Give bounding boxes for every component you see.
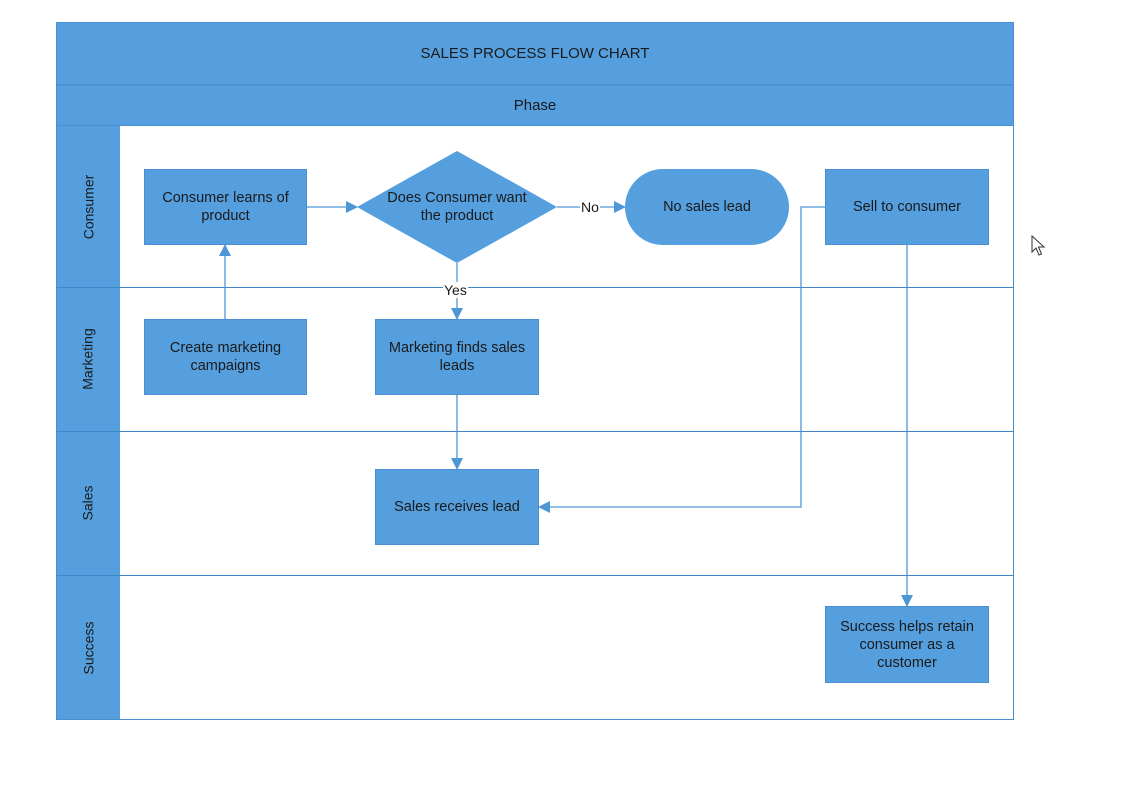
lane-divider [56,575,1014,576]
node-sell-to-consumer[interactable]: Sell to consumer [825,169,989,245]
lane-divider [56,431,1014,432]
edge-label-no: No [580,199,600,215]
node-success-retain[interactable]: Success helps retain consumer as a custo… [825,606,989,683]
diagram-title: SALES PROCESS FLOW CHART [56,22,1014,85]
node-decision-label[interactable]: Does Consumer want the product [387,190,527,224]
decision-diamond [357,151,557,263]
node-sales-receives-lead[interactable]: Sales receives lead [375,469,539,545]
lane-header-column [56,126,120,720]
edge-label-yes: Yes [443,282,468,298]
node-consumer-learns[interactable]: Consumer learns of product [144,169,307,245]
node-no-sales-lead[interactable]: No sales lead [625,169,789,245]
node-create-campaigns[interactable]: Create marketing campaigns [144,319,307,395]
node-marketing-finds-leads[interactable]: Marketing finds sales leads [375,319,539,395]
lane-divider [56,287,1014,288]
phase-header: Phase [56,85,1014,126]
edge-sell-to-receives [538,206,825,513]
mouse-cursor-icon [1031,235,1046,256]
